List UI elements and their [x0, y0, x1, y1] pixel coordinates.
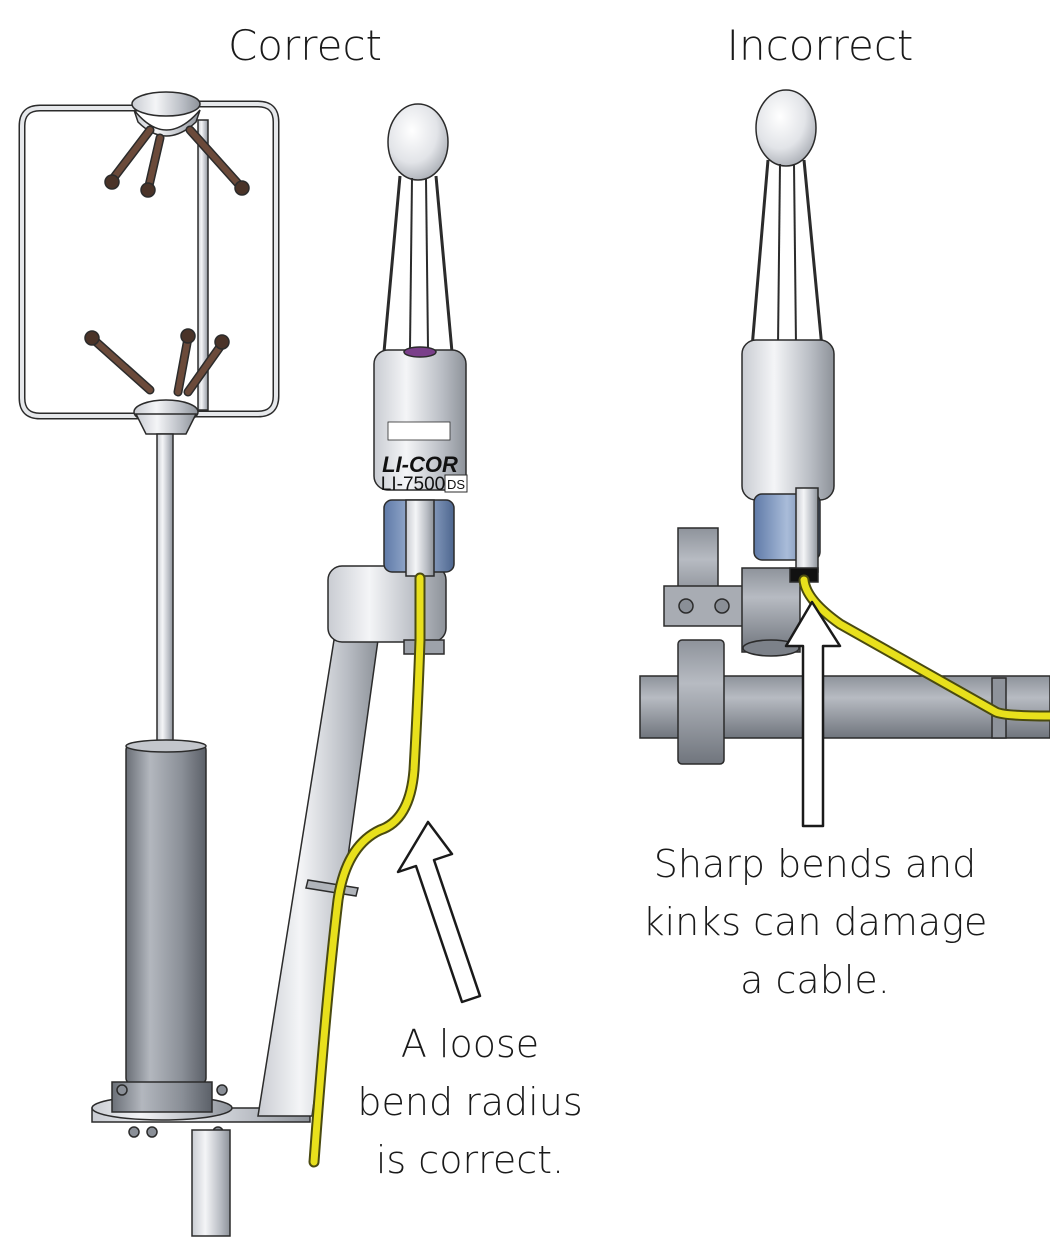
arrow-incorrect	[784, 600, 842, 828]
note-correct: A loose bend radius is correct.	[330, 1015, 610, 1189]
model-suffix-label: DS	[447, 477, 465, 492]
note-incorrect-line: kinks can damage	[642, 900, 988, 944]
gas-analyzer-incorrect	[741, 89, 835, 583]
note-correct-line: is correct.	[375, 1138, 565, 1182]
mounting-pipes-incorrect	[639, 527, 1050, 765]
model-label: LI-7500	[381, 474, 445, 495]
cable-sharp-bend	[798, 574, 1050, 722]
heading-correct: Correct	[227, 21, 383, 70]
heading-incorrect: Incorrect	[726, 21, 914, 70]
licor-logo: LI-COR	[382, 452, 458, 477]
note-incorrect: Sharp bends and kinks can damage a cable…	[610, 835, 1020, 1009]
gas-analyzer-correct: LI-COR LI-7500 DS	[373, 103, 468, 577]
note-correct-line: A loose	[400, 1022, 540, 1066]
sonic-anemometer	[18, 91, 311, 1237]
note-incorrect-line: a cable.	[740, 958, 890, 1002]
svg-text:LI-COR: LI-COR	[382, 452, 458, 477]
arrow-correct	[396, 820, 482, 1004]
cable-loose-bend	[308, 572, 426, 1168]
note-correct-line: bend radius	[357, 1080, 583, 1124]
note-incorrect-line: Sharp bends and	[653, 842, 977, 886]
